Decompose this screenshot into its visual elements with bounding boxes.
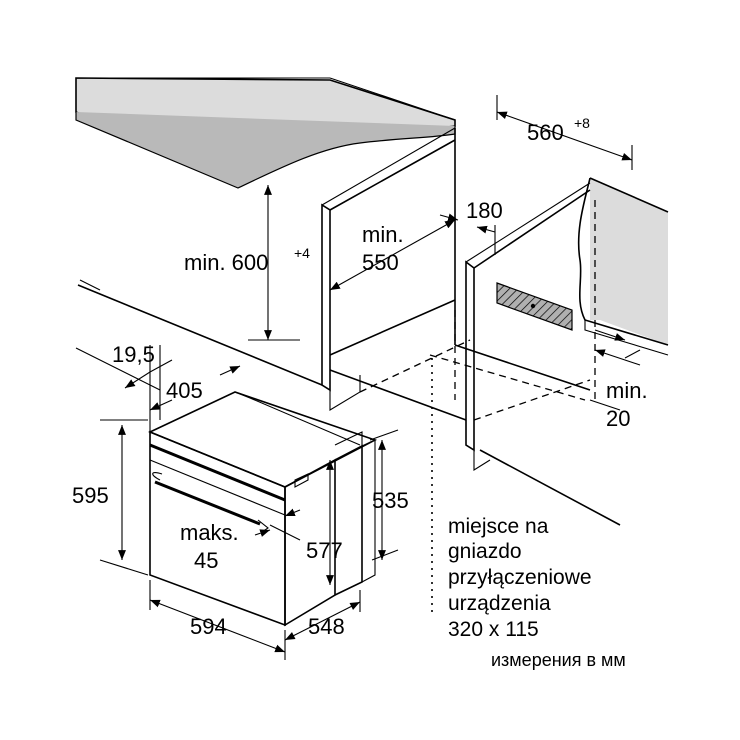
countertop xyxy=(75,77,456,189)
dim-595: 595 xyxy=(72,483,109,508)
niche-walls xyxy=(321,127,621,471)
dim-548: 548 xyxy=(308,614,345,639)
dim-min-600: min. 600 xyxy=(184,250,268,275)
socket-point xyxy=(530,303,536,309)
socket-note-line3: przyłączeniowe xyxy=(448,566,592,589)
socket-note-line4: urządzenia xyxy=(448,592,551,615)
dim-min-550-value: 550 xyxy=(362,250,399,275)
dim-min-20-value: 20 xyxy=(606,406,630,431)
dim-577: 577 xyxy=(306,538,343,563)
dim-19-5: 19,5 xyxy=(112,342,155,367)
dim-180: 180 xyxy=(466,198,503,223)
dimension-lines xyxy=(99,95,641,660)
socket-note-line5: 320 x 115 xyxy=(448,618,539,641)
dim-maks-label: maks. xyxy=(180,520,239,545)
socket-note-line2: gniazdo xyxy=(448,540,522,563)
dim-594: 594 xyxy=(190,614,227,639)
dim-560: 560 xyxy=(527,120,564,145)
dim-min-600-tol: +4 xyxy=(294,245,310,261)
dim-535: 535 xyxy=(372,488,409,513)
socket-note-line1: miejsce na xyxy=(448,515,549,538)
oven xyxy=(148,391,378,627)
dim-min-20-label: min. xyxy=(606,378,648,403)
dim-maks-value: 45 xyxy=(194,548,218,573)
dim-min-550-label: min. xyxy=(362,222,404,247)
dim-405: 405 xyxy=(166,378,203,403)
hidden-edges xyxy=(75,200,621,526)
dim-560-tol: +8 xyxy=(574,115,590,131)
right-countertop xyxy=(577,177,669,356)
units-note: измерения в мм xyxy=(491,650,626,670)
